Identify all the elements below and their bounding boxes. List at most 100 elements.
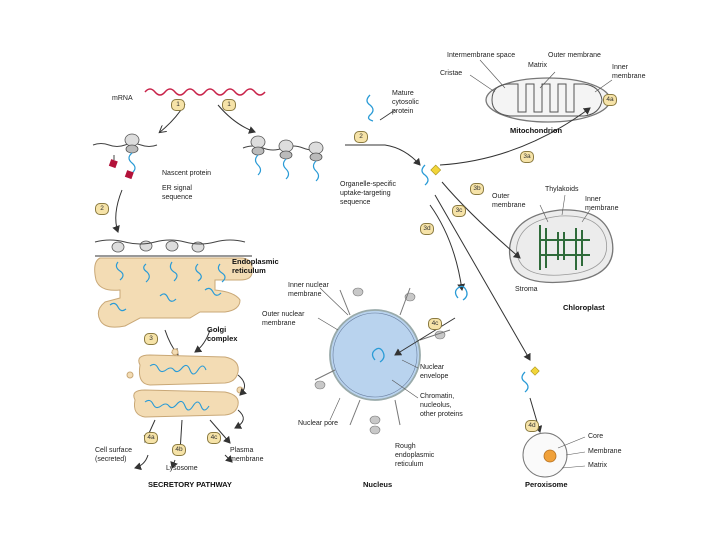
label-organelle-1: Organelle-specific (340, 181, 397, 188)
label-mature-1: Mature (392, 90, 414, 97)
arrow-4c-nucleus (394, 317, 456, 356)
label-cristae: Cristae (440, 70, 463, 77)
label-er-signal: ER signal (162, 185, 192, 192)
label-intermembrane-space: Intermembrane space (447, 52, 516, 59)
label-stroma: Stroma (515, 286, 538, 293)
label-rough-1: Rough (395, 443, 416, 450)
perox-leader-2 (565, 451, 586, 456)
nuc-leader-4 (401, 359, 419, 369)
chloro-leader-1 (561, 194, 566, 216)
arrow-3c (429, 204, 466, 291)
label-mature-3: protein (392, 108, 414, 115)
nuclear-protein (454, 285, 468, 301)
arrow-lysosome (170, 459, 178, 469)
arrow-1b (217, 104, 256, 134)
label-matrix-2: Matrix (588, 462, 608, 469)
nucleus (314, 287, 451, 435)
peroxisome-signal (530, 366, 540, 376)
label-mrna: mRNA (112, 95, 133, 102)
label-outer-2-2: membrane (492, 202, 526, 209)
step-badge-2a: 2 (95, 203, 109, 215)
arrow-3a (439, 107, 591, 166)
label-outer-membrane: Outer membrane (548, 52, 601, 59)
er-ribosomes (94, 239, 246, 253)
step-badge-4c: 4c (207, 432, 221, 444)
mitochondrion (485, 77, 611, 123)
step-badge-4b: 4b (172, 444, 186, 456)
free-ribosomes (242, 135, 324, 182)
label-secretory-pathway: SECRETORY PATHWAY (148, 480, 232, 489)
label-chromatin-2: nucleolus, (420, 402, 452, 409)
label-nuclear-env-1: Nuclear (420, 364, 445, 371)
chloro-leader-2 (539, 204, 549, 223)
arrow-2b (345, 144, 421, 166)
chloroplast (508, 209, 614, 284)
golgi-arrow-right2 (234, 409, 244, 429)
label-cell-surface-1: Cell surface (95, 447, 132, 454)
mature-protein (366, 94, 374, 122)
step-badge-4c-nucleus: 4c (428, 318, 442, 330)
nuc-leader-5 (391, 379, 419, 399)
step-badge-2b: 2 (354, 131, 368, 143)
perox-leader-1 (557, 436, 586, 449)
perox-leader-3 (561, 465, 586, 469)
arrow-3-side (194, 329, 211, 353)
arrow-cell-surface (134, 454, 149, 471)
label-membrane: Membrane (588, 448, 622, 455)
label-inner-nuclear-1: Inner nuclear (288, 282, 329, 289)
chloro-leader-3 (581, 209, 591, 223)
mito-leader-4 (594, 79, 613, 93)
step-badge-4d: 4d (525, 420, 539, 432)
nuc-leader-1 (319, 287, 349, 316)
label-outer-nuclear-1: Outer nuclear (262, 311, 305, 318)
label-chromatin-3: other proteins (420, 411, 463, 418)
label-outer-2-1: Outer (492, 193, 510, 200)
label-inner-nuclear-2: membrane (288, 291, 322, 298)
targeting-protein (421, 164, 442, 186)
arrow-4c (209, 419, 231, 444)
label-matrix: Matrix (528, 62, 548, 69)
label-inner-2: membrane (612, 73, 646, 80)
mrna-strand (144, 88, 266, 96)
peroxisome-protein (521, 371, 529, 393)
label-chromatin-1: Chromatin, (420, 393, 455, 400)
peroxisome (522, 432, 568, 478)
label-outer-nuclear-2: membrane (262, 320, 296, 327)
arrow-3d (434, 194, 531, 361)
label-rough-2: endoplasmic (395, 452, 435, 459)
step-badge-1a: 1 (171, 99, 185, 111)
label-nuclear-env-2: envelope (420, 373, 449, 380)
er-shape (94, 257, 253, 328)
label-thylakoids: Thylakoids (545, 186, 579, 193)
arrow-mature (379, 109, 396, 121)
step-badge-3c: 3c (452, 205, 466, 217)
er-proteins (109, 261, 226, 312)
step-badge-3d: 3d (420, 223, 434, 235)
label-er-signal-sequence: sequence (162, 194, 193, 201)
label-inner-2-2: membrane (585, 205, 619, 212)
label-peroxisome: Peroxisome (525, 480, 568, 489)
label-mitochondrion: Mitochondrion (510, 126, 563, 135)
ribosome-left (92, 133, 158, 180)
nuc-leader-3 (329, 397, 341, 421)
step-badge-3a: 3a (520, 151, 534, 163)
label-nuclear-pore: Nuclear pore (298, 420, 339, 427)
arrow-plasma (224, 454, 233, 463)
step-badge-1b: 1 (222, 99, 236, 111)
label-organelle-3: sequence (340, 199, 371, 206)
label-er-2: reticulum (232, 266, 266, 275)
mito-leader-1 (479, 59, 506, 89)
label-chloroplast: Chloroplast (563, 303, 605, 312)
mito-leader-3 (469, 74, 496, 93)
label-lysosome: Lysosome (166, 465, 198, 472)
step-badge-3: 3 (144, 333, 158, 345)
label-nucleus: Nucleus (363, 480, 393, 489)
label-plasma-1: Plasma (230, 447, 254, 454)
label-er-1: Endoplasmic (232, 257, 279, 266)
label-cell-surface-2: (secreted) (95, 456, 127, 463)
step-badge-4a-mito: 4a (603, 94, 617, 106)
label-mature-2: cytosolic (392, 99, 419, 106)
mito-leader-2 (539, 71, 556, 89)
